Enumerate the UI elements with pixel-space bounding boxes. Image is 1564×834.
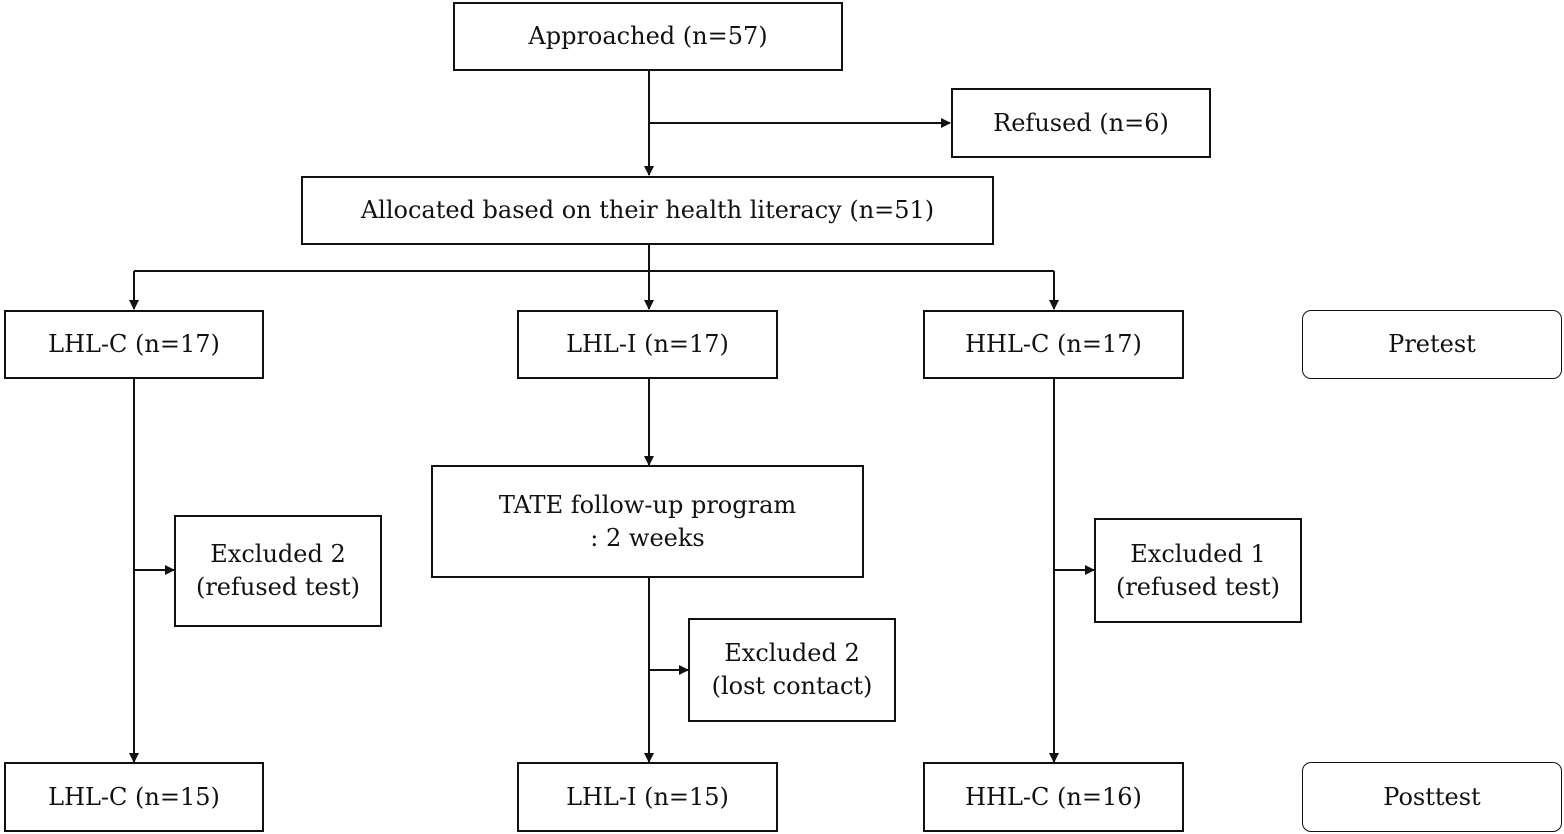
box-text-line: TATE follow-up program <box>498 490 797 519</box>
box-text-line: (refused test) <box>195 573 361 601</box>
lhlc-posttest-box: LHL-C (n=15) <box>4 762 264 832</box>
approached-box: Approached (n=57) <box>453 2 843 71</box>
box-text-line: Allocated based on their health literacy… <box>360 196 935 224</box>
box-text-line: Approached (n=57) <box>528 22 768 50</box>
box-text-line: (lost contact) <box>711 672 873 700</box>
pretest-label-box: Pretest <box>1302 310 1562 379</box>
box-text-line: HHL-C (n=17) <box>965 330 1142 358</box>
lhlc-pretest-box: LHL-C (n=17) <box>4 310 264 379</box>
refused-box: Refused (n=6) <box>951 88 1211 158</box>
lhli-posttest-box: LHL-I (n=15) <box>517 762 778 832</box>
excluded-hhlc-box: Excluded 1 (refused test) <box>1094 518 1302 623</box>
box-text-line: Excluded 2 <box>210 540 346 568</box>
box-text-line: LHL-I (n=15) <box>566 782 729 811</box>
box-text-line: Refused (n=6) <box>993 108 1169 137</box>
box-text-line: : 2 weeks <box>590 523 705 552</box>
excluded-lhli-box: Excluded 2 (lost contact) <box>688 618 896 722</box>
posttest-label-box: Posttest <box>1302 762 1562 832</box>
box-text-line: Pretest <box>1388 330 1476 358</box>
tate-program-box: TATE follow-up program : 2 weeks <box>431 465 864 578</box>
box-text-line: Excluded 1 <box>1130 539 1266 568</box>
hhlc-pretest-box: HHL-C (n=17) <box>923 310 1184 379</box>
box-text-line: (refused test) <box>1115 572 1281 601</box>
hhlc-posttest-box: HHL-C (n=16) <box>923 762 1184 832</box>
box-text-line: LHL-C (n=15) <box>48 782 220 811</box>
box-text-line: Posttest <box>1383 782 1481 811</box>
box-text-line: LHL-I (n=17) <box>566 330 729 358</box>
box-text-line: Excluded 2 <box>724 639 860 667</box>
box-text-line: HHL-C (n=16) <box>965 782 1142 811</box>
lhli-pretest-box: LHL-I (n=17) <box>517 310 778 379</box>
box-text-line: LHL-C (n=17) <box>48 330 220 358</box>
excluded-lhlc-box: Excluded 2 (refused test) <box>174 515 382 627</box>
allocated-box: Allocated based on their health literacy… <box>301 176 994 245</box>
